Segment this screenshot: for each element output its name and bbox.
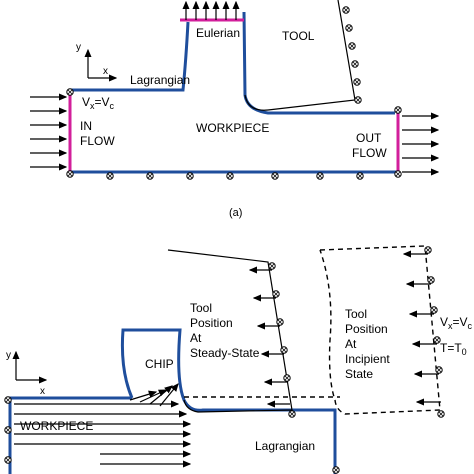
axis-y-label: y bbox=[76, 42, 81, 53]
edge-rollers-b bbox=[4, 396, 340, 474]
tool-rollers-incipient bbox=[424, 246, 445, 418]
svg-text:Incipient: Incipient bbox=[345, 352, 390, 366]
chip-outline-b bbox=[120, 328, 337, 474]
svg-text:At: At bbox=[345, 337, 357, 351]
axis-y-label-b: y bbox=[6, 350, 11, 361]
caption-a: (a) bbox=[229, 207, 242, 219]
label-tool-steady: Tool Position At Steady-State bbox=[190, 301, 260, 360]
panel-b: y x bbox=[4, 245, 473, 474]
label-lagrangian-b: Lagrangian bbox=[255, 439, 315, 453]
workpiece-boundary-b bbox=[8, 396, 132, 474]
label-in: IN bbox=[80, 119, 92, 133]
label-workpiece-a: WORKPIECE bbox=[196, 121, 269, 135]
label-temperature: T=T0 bbox=[440, 341, 467, 357]
label-lagrangian-a: Lagrangian bbox=[130, 73, 190, 87]
label-tool: TOOL bbox=[282, 29, 315, 43]
svg-text:State: State bbox=[345, 367, 373, 381]
inflow-arrows bbox=[30, 93, 68, 171]
svg-text:Vx=Vc: Vx=Vc bbox=[440, 315, 473, 331]
svg-text:Steady-State: Steady-State bbox=[190, 346, 260, 360]
axes-a: y x bbox=[76, 42, 118, 82]
label-workpiece-b: WORKPIECE bbox=[20, 419, 93, 433]
workpiece-boundary bbox=[70, 21, 190, 92]
svg-text:At: At bbox=[190, 331, 202, 345]
svg-text:T=T0: T=T0 bbox=[440, 341, 467, 357]
axes-b: y x bbox=[6, 350, 48, 397]
label-eulerian: Eulerian bbox=[196, 26, 240, 40]
label-in-flow: FLOW bbox=[80, 134, 115, 148]
axis-x-label-b: x bbox=[40, 386, 45, 397]
tool-steady-state bbox=[167, 249, 293, 413]
tool-arrows-incipient bbox=[402, 250, 441, 406]
tool-arrows-steady bbox=[248, 266, 290, 408]
label-chip: CHIP bbox=[145, 357, 174, 371]
chip-flow-arrows bbox=[129, 383, 179, 407]
svg-text:Tool: Tool bbox=[345, 307, 367, 321]
label-out: OUT bbox=[356, 131, 382, 145]
tool-outline bbox=[244, 0, 356, 111]
panel-a: y x bbox=[30, 0, 440, 219]
label-vx-vc-b: Vx=Vc bbox=[440, 315, 473, 331]
outflow-arrows bbox=[402, 112, 440, 176]
label-vx-vc-a: Vx=Vc bbox=[82, 95, 115, 111]
svg-text:Position: Position bbox=[345, 322, 388, 336]
bottom-rollers-a bbox=[106, 172, 364, 180]
svg-text:Position: Position bbox=[190, 316, 233, 330]
label-out-flow: FLOW bbox=[352, 146, 387, 160]
tool-rollers-steady bbox=[268, 262, 296, 418]
svg-text:Vx=Vc: Vx=Vc bbox=[82, 95, 115, 111]
chip-outflow-arrows bbox=[182, 0, 240, 20]
axis-x-label: x bbox=[103, 66, 108, 77]
chip-free-surface bbox=[242, 11, 395, 115]
tool-rollers-a bbox=[342, 6, 362, 104]
workpiece-flow-arrows bbox=[14, 400, 192, 468]
label-tool-incipient: Tool Position At Incipient State bbox=[345, 307, 390, 381]
svg-text:Tool: Tool bbox=[190, 301, 212, 315]
